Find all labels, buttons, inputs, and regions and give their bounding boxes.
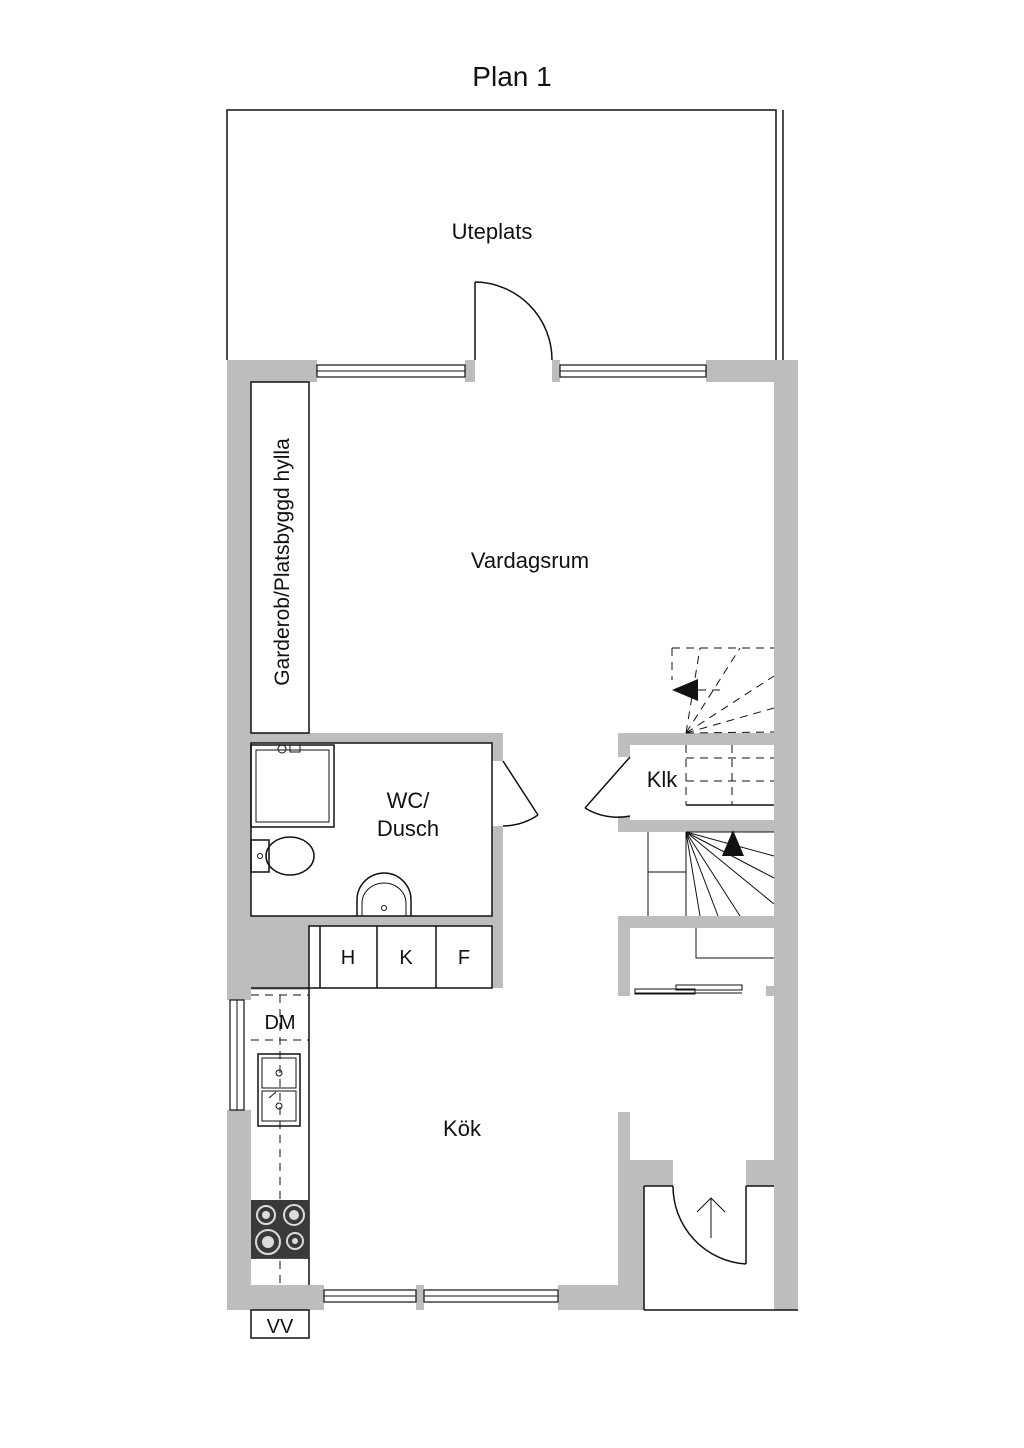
storage-label-k: K: [399, 947, 413, 969]
stair-arrow-down-icon: [722, 830, 744, 856]
windows: [229, 364, 707, 1303]
kitchen-sink: [257, 1053, 301, 1127]
walls: [227, 360, 798, 1310]
room-label-closet: Klk: [647, 767, 679, 792]
staircase: [647, 647, 775, 917]
kitchen-counter: DM: [251, 987, 310, 1285]
storage-label-f: F: [458, 947, 470, 969]
plan-title: Plan 1: [472, 61, 551, 92]
patio-door: [474, 281, 553, 361]
room-label-kitchen: Kök: [443, 1116, 482, 1141]
storage-cabinets: H K F: [308, 925, 493, 989]
wardrobe: Garderob/Platsbyggd hylla: [250, 381, 310, 734]
storage-label-h: H: [341, 947, 355, 969]
entry: [643, 1185, 798, 1311]
room-label-living: Vardagsrum: [471, 548, 589, 573]
appliance-label-dishwasher: DM: [264, 1012, 295, 1034]
closet: Klk: [584, 756, 679, 818]
patio: Uteplats: [226, 109, 784, 360]
appliance-label-water-heater: VV: [267, 1316, 294, 1338]
sliding-wardrobe: [634, 928, 774, 995]
stair-arrow-up-icon: [672, 679, 698, 701]
room-label-wardrobe: Garderob/Platsbyggd hylla: [271, 438, 294, 686]
water-heater: VV: [250, 1309, 310, 1339]
entry-arrow-up-icon: [696, 1197, 726, 1238]
bathroom: WC/ Dusch: [250, 742, 539, 917]
room-label-bath-line2: Dusch: [377, 816, 439, 841]
room-label-patio: Uteplats: [452, 219, 533, 244]
room-label-bath-line1: WC/: [387, 788, 431, 813]
